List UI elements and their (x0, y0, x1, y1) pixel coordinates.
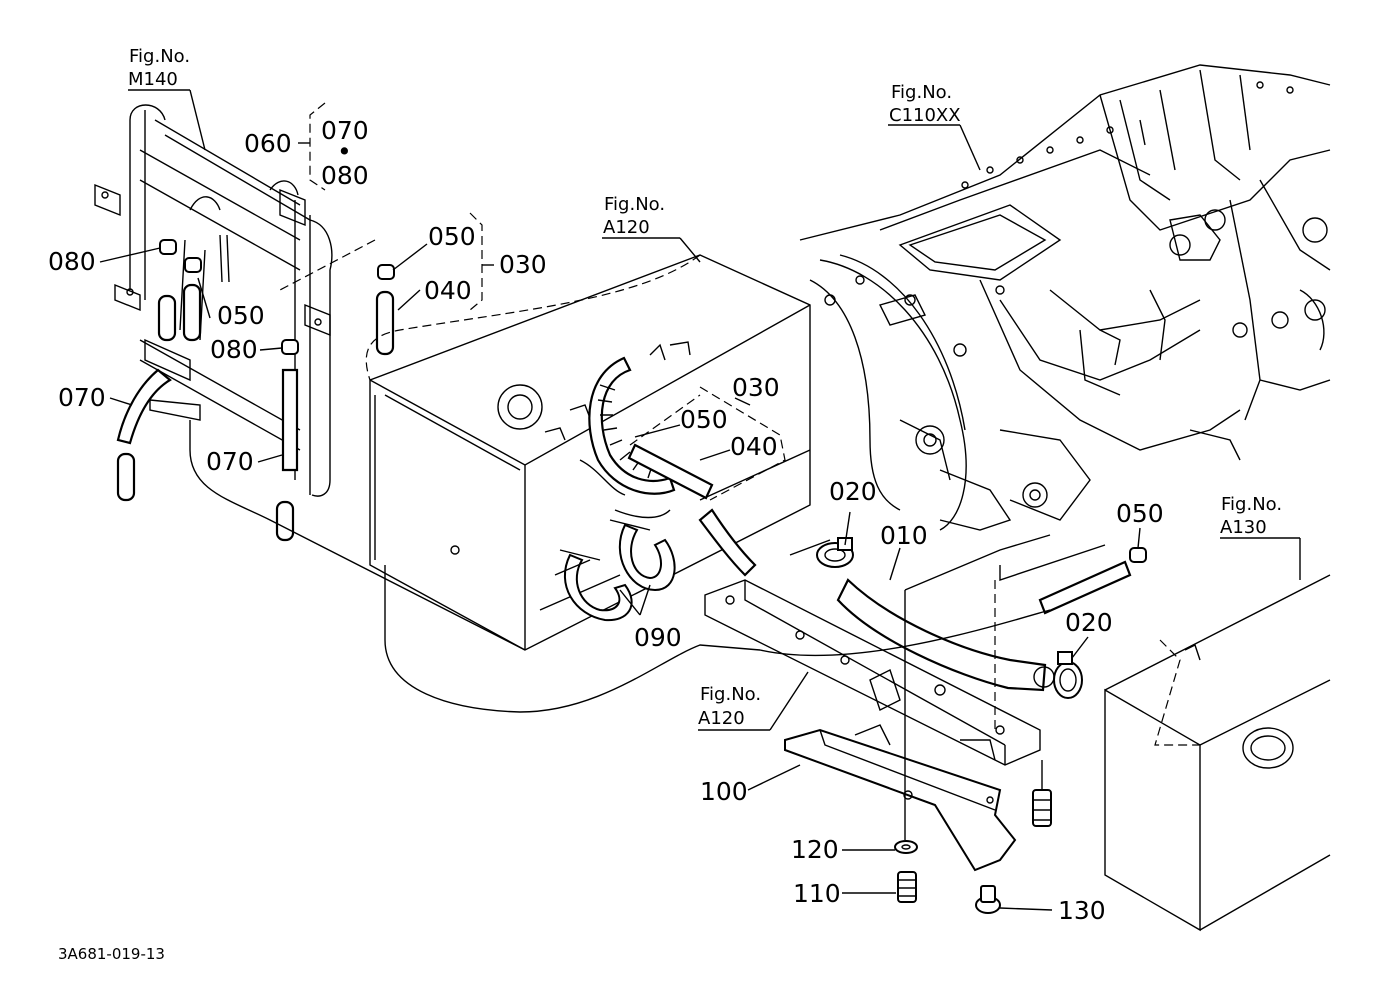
part-number-070-frame: 070 (206, 447, 254, 476)
figure-ref-a120-bottom: Fig.No. A120 (698, 684, 761, 729)
fig-code-a120-top: A120 (603, 217, 650, 238)
separator-bullet: • (337, 137, 352, 166)
fig-code-a120-bottom: A120 (698, 708, 745, 729)
figure-ref-a130: Fig.No. A130 (1220, 494, 1282, 538)
part-number-020-right: 020 (1065, 608, 1113, 637)
hose-010 (836, 578, 1055, 692)
part-number-090: 090 (634, 623, 682, 652)
transmission-housing (799, 64, 1331, 531)
clamps-020 (816, 537, 1083, 699)
part-number-070-group: 070 (321, 116, 369, 145)
group-brackets (279, 102, 1200, 746)
hoses-frame (116, 234, 395, 542)
plate-100 (784, 724, 1017, 872)
figure-ref-m140: Fig.No. M140 (128, 46, 190, 90)
part-number-110: 110 (793, 879, 841, 908)
hose-040-right (1038, 560, 1132, 615)
mounting-frame (94, 104, 333, 497)
part-number-030-center: 030 (732, 373, 780, 402)
part-number-130: 130 (1058, 896, 1106, 925)
drawing-code: 3A681-019-13 (58, 945, 165, 963)
fig-label-a130: Fig.No. (1221, 494, 1282, 515)
part-number-080-frame: 080 (210, 335, 258, 364)
part-number-080-group: 080 (321, 161, 369, 190)
fig-label-a120-top: Fig.No. (604, 194, 665, 215)
bracket-a120 (704, 579, 1041, 766)
part-number-040-top: 040 (424, 276, 472, 305)
leader-lines (99, 89, 1301, 911)
part-number-060: 060 (244, 129, 292, 158)
part-number-030-top: 030 (499, 250, 547, 279)
fig-label-c110xx: Fig.No. (891, 82, 952, 103)
fig-code-m140: M140 (128, 69, 178, 90)
part-number-020-left: 020 (829, 477, 877, 506)
routing-lines (189, 420, 1106, 840)
fig-code-c110xx: C110XX (889, 105, 961, 126)
tank-a130 (1104, 574, 1331, 932)
fig-label-a120-bottom: Fig.No. (700, 684, 761, 705)
clamps-small (159, 239, 1147, 563)
part-number-070-left: 070 (58, 383, 106, 412)
part-number-010: 010 (880, 521, 928, 550)
part-number-080-left: 080 (48, 247, 96, 276)
part-number-050-center: 050 (680, 405, 728, 434)
fasteners (894, 760, 1052, 914)
part-number-100: 100 (700, 777, 748, 806)
part-number-050-top: 050 (428, 222, 476, 251)
part-number-040-center: 040 (730, 432, 778, 461)
tank-hoses (579, 343, 757, 577)
figure-ref-c110xx: Fig.No. C110XX (889, 82, 961, 126)
part-number-050-right: 050 (1116, 499, 1164, 528)
fig-label-m140: Fig.No. (129, 46, 190, 67)
part-number-050-frame: 050 (217, 301, 265, 330)
figure-ref-a120-top: Fig.No. A120 (603, 194, 665, 238)
part-number-120: 120 (791, 835, 839, 864)
tank-straps (559, 519, 676, 622)
fig-code-a130: A130 (1220, 517, 1267, 538)
